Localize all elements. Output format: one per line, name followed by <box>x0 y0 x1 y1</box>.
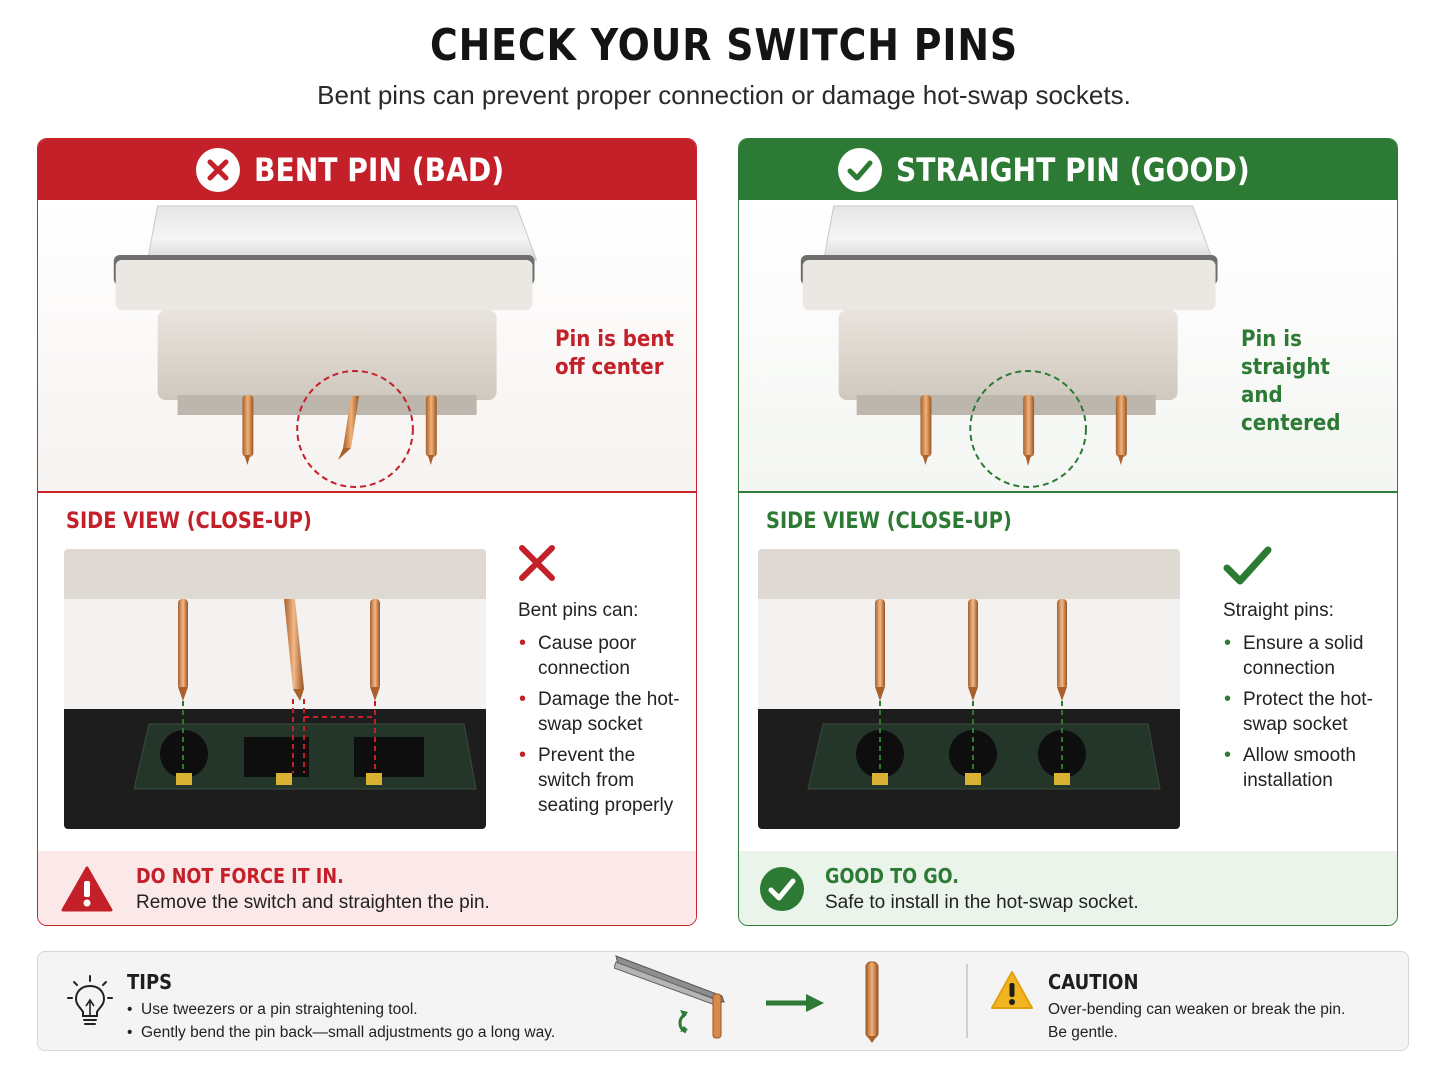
check-mark-icon <box>1223 544 1397 588</box>
bent-pin-reasons: Bent pins can: Cause poor connection Dam… <box>518 544 693 824</box>
side-view-label: SIDE VIEW (CLOSE-UP) <box>766 509 1012 534</box>
tips-divider <box>966 964 968 1038</box>
check-circle-icon <box>838 147 883 192</box>
bent-pin-footer: DO NOT FORCE IT IN. Remove the switch an… <box>38 851 696 925</box>
bent-pin-panel: BENT PIN (BAD) Pin is bent <box>37 138 697 926</box>
reasons-list: Cause poor connection Damage the hot-swa… <box>518 631 693 818</box>
straight-pin-illustration <box>864 960 880 1049</box>
reasons-lead: Bent pins can: <box>518 600 639 621</box>
list-item: Damage the hot-swap socket <box>518 687 693 737</box>
bent-switch-photo <box>38 200 696 491</box>
page-subtitle: Bent pins can prevent proper connection … <box>317 80 1131 110</box>
bent-pin-closeup-image <box>64 549 486 829</box>
x-mark-icon <box>518 544 693 588</box>
reasons-lead: Straight pins: <box>1223 600 1334 621</box>
arrow-right-icon <box>764 992 826 1019</box>
section-divider <box>739 491 1397 493</box>
footer-body: Remove the switch and straighten the pin… <box>136 892 490 913</box>
straight-pin-callout: Pin is straight and centered <box>1241 326 1381 438</box>
caution-title: CAUTION <box>1048 970 1139 994</box>
caution-line-1: Over-bending can weaken or break the pin… <box>1048 1001 1346 1018</box>
tips-title: TIPS <box>127 970 173 994</box>
straight-pin-panel: STRAIGHT PIN (GOOD) Pin is stra <box>738 138 1398 926</box>
list-item: Cause poor connection <box>518 631 693 681</box>
list-item: Protect the hot-swap socket <box>1223 687 1397 737</box>
page-title: CHECK YOUR SWITCH PINS <box>430 20 1018 71</box>
tips-list: Use tweezers or a pin straightening tool… <box>127 998 555 1044</box>
reasons-list: Ensure a solid connection Protect the ho… <box>1223 631 1397 793</box>
straight-pin-reasons: Straight pins: Ensure a solid connection… <box>1223 544 1397 799</box>
list-item: Gently bend the pin back—small adjustmen… <box>127 1021 555 1044</box>
x-circle-icon <box>195 147 240 192</box>
tips-bar: TIPS Use tweezers or a pin straightening… <box>37 951 1409 1051</box>
lightbulb-icon <box>66 974 114 1033</box>
straight-switch-photo <box>739 200 1397 491</box>
bent-pin-callout: Pin is bent off center <box>555 326 674 382</box>
list-item: Prevent the switch from seating properly <box>518 743 693 818</box>
footer-title: DO NOT FORCE IT IN. <box>136 864 344 888</box>
callout-line-1: Pin is straight <box>1241 327 1330 380</box>
list-item: Ensure a solid connection <box>1223 631 1397 681</box>
callout-line-2: off center <box>555 355 664 380</box>
side-view-label: SIDE VIEW (CLOSE-UP) <box>66 509 312 534</box>
caution-line-2: Be gentle. <box>1048 1024 1118 1041</box>
bent-pin-heading: BENT PIN (BAD) <box>253 150 505 189</box>
callout-line-2: and centered <box>1241 383 1341 436</box>
footer-body: Safe to install in the hot-swap socket. <box>825 892 1139 913</box>
caution-icon <box>990 970 1034 1015</box>
list-item: Use tweezers or a pin straightening tool… <box>127 998 555 1021</box>
check-circle-icon <box>739 866 825 912</box>
footer-title: GOOD TO GO. <box>825 864 959 888</box>
callout-line-1: Pin is bent <box>555 327 674 352</box>
tweezers-illustration <box>613 952 734 1053</box>
caution-body: Over-bending can weaken or break the pin… <box>1048 998 1345 1044</box>
warning-icon <box>38 866 136 912</box>
list-item: Allow smooth installation <box>1223 743 1397 793</box>
straight-pin-closeup-image <box>758 549 1180 829</box>
straight-pin-heading: STRAIGHT PIN (GOOD) <box>896 150 1250 189</box>
straight-pin-footer: GOOD TO GO. Safe to install in the hot-s… <box>739 851 1397 925</box>
section-divider <box>38 491 696 493</box>
straight-pin-header: STRAIGHT PIN (GOOD) <box>739 139 1397 200</box>
bent-pin-header: BENT PIN (BAD) <box>38 139 696 200</box>
